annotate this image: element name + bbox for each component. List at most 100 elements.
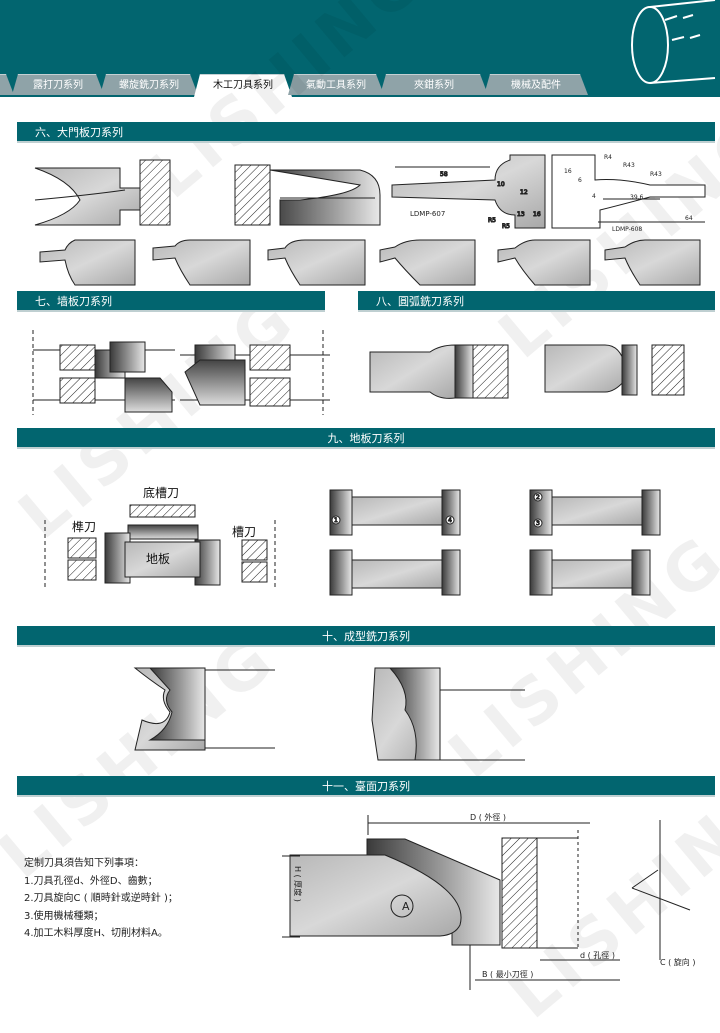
diagram-label: d ( 孔徑 )	[580, 950, 615, 960]
note-item: 1.刀具孔徑d、外徑D、齒數；	[24, 875, 158, 887]
tab-pneumatic[interactable]: 氣動工具系列	[288, 74, 384, 95]
diagram-shape	[641, 489, 661, 536]
diagram-shape	[331, 515, 341, 525]
door-panel-diagram-1	[34, 159, 171, 226]
diagram-label: C ( 旋向 )	[660, 957, 695, 967]
door-panel-diagram-2	[234, 164, 381, 226]
diagram-shape	[388, 667, 441, 761]
arc-cutter-diagram-2	[544, 344, 685, 396]
tab-embossing[interactable]: 露打刀系列	[12, 74, 104, 95]
diagram-shape	[124, 541, 201, 578]
diagram-shape	[379, 239, 476, 286]
section-door-panel: 六、大門板刀系列	[17, 122, 715, 143]
diagram-shape	[34, 167, 141, 226]
diagram-shape	[351, 496, 443, 526]
diagram-shape	[551, 559, 643, 589]
diagram-shape	[67, 537, 97, 559]
diagram-shape	[148, 667, 206, 741]
diagram-shape	[651, 344, 685, 396]
diagram-label: A	[402, 900, 410, 913]
diagram-shape	[472, 344, 509, 399]
wall-panel-diagram-2	[180, 330, 330, 415]
section-flooring: 九、地板刀系列	[17, 428, 715, 449]
diagram-shape	[109, 341, 146, 373]
tab-machinery[interactable]: 機械及配件	[484, 74, 588, 95]
diagram-shape	[441, 549, 461, 596]
note-item: 2.刀具旋向C ( 順時針或逆時針 )；	[24, 893, 178, 904]
diagram-label: 64	[685, 215, 693, 222]
diagram-label: 3	[536, 520, 540, 527]
flooring-diagrams-right: 1 4 2 3	[329, 489, 661, 596]
diagram-shape	[59, 344, 96, 371]
profile-cutter-diagram-2	[371, 667, 525, 761]
diagram-shape: D ( 外徑 ) A d ( 孔徑 ) B ( 最小刀徑 ) C ( 旋向 ) …	[293, 812, 695, 979]
tab-woodworking[interactable]: 木工刀具系列	[194, 74, 292, 97]
diagram-label: 13	[517, 211, 525, 218]
diagram-shape	[249, 344, 291, 371]
diagram-label: 39.6	[630, 194, 644, 201]
note-item: 3.使用機械種類；	[24, 910, 104, 922]
diagram-label: R4	[604, 154, 612, 161]
notes-title: 定制刀具須告知下列事項：	[24, 858, 144, 869]
diagram-shape	[631, 549, 651, 596]
diagram-label: 4	[448, 517, 452, 524]
diagram-label: LDMP-608	[612, 226, 642, 233]
diagram-label: B ( 最小刀徑 )	[482, 969, 533, 979]
diagram-shape	[39, 239, 136, 286]
diagram-label: 榫刀	[72, 519, 96, 534]
diagram-shape	[390, 894, 414, 918]
diagram-shape	[445, 515, 455, 525]
diagram-shape	[234, 164, 271, 226]
diagram-shape	[631, 6, 669, 84]
diagram-label: 槽刀	[232, 525, 256, 539]
diagram-label: 6	[578, 177, 582, 184]
wall-panel-diagram-1	[32, 330, 175, 415]
section-profile-cutter: 十、成型銑刀系列	[17, 626, 715, 647]
diagram-label: R5	[502, 223, 510, 230]
diagram-shape	[533, 492, 543, 502]
diagram-label: 16	[533, 211, 541, 218]
ldmp-607-profile: 58 10 12 13 16 R5 R5 LDMP-607	[391, 154, 546, 231]
ldmp-608-profile: 16 6 4 R4 R43 R43 39.6 64 LDMP-608	[551, 154, 706, 233]
diagram-label: 10	[497, 181, 505, 188]
diagram-shape	[44, 520, 276, 590]
diagram-shape	[289, 854, 462, 937]
diagram-shape	[604, 239, 701, 286]
section-wall-panel: 七、墙板刀系列	[17, 291, 325, 312]
diagram-shape	[241, 539, 268, 561]
diagram-shape	[67, 559, 97, 581]
diagram-shape	[439, 668, 525, 761]
section-countertop: 十一、臺面刀系列	[17, 776, 715, 797]
diagram-shape: 58 10 12 13 16 R5 R5	[395, 166, 541, 231]
diagram-shape	[267, 239, 366, 286]
diagram-shape	[351, 559, 443, 589]
countertop-cutter-diagram: D ( 外徑 ) A d ( 孔徑 ) B ( 最小刀徑 ) C ( 旋向 ) …	[282, 812, 695, 990]
diagram-shape: 底槽刀 榫刀 槽刀 地板	[72, 485, 256, 566]
diagram-label: 58	[440, 171, 448, 178]
diagram-shape	[124, 377, 173, 413]
diagram-shape	[329, 489, 353, 536]
diagram-label: 地板	[146, 552, 170, 566]
tab-spiral[interactable]: 螺旋銑刀系列	[100, 74, 198, 95]
diagram-shape	[34, 189, 126, 201]
diagram-shape	[454, 344, 474, 399]
diagram-shape: 16 6 4 R4 R43 R43 39.6 64 LDMP-608	[564, 154, 693, 233]
diagram-label: R43	[650, 171, 662, 178]
profile-cutter-diagram-1	[133, 667, 275, 751]
diagram-shape	[631, 869, 691, 911]
diagram-shape	[129, 504, 196, 518]
diagram-shape	[529, 549, 553, 596]
diagram-shape	[497, 239, 591, 286]
diagram-label: H ( 厚度 )	[293, 866, 303, 902]
diagram-shape	[533, 518, 543, 528]
diagram-shape	[139, 159, 171, 226]
diagram-shape	[127, 524, 199, 540]
diagram-label: D ( 外徑 )	[470, 812, 506, 822]
diagram-label: 1	[334, 517, 338, 524]
diagram-shape	[551, 496, 643, 526]
diagram-label: 底槽刀	[143, 485, 179, 500]
diagram-shape	[544, 344, 626, 393]
diagram-shape	[649, 0, 716, 84]
tab-clamps[interactable]: 夾鉗系列	[380, 74, 488, 95]
diagram-shape	[329, 549, 353, 596]
